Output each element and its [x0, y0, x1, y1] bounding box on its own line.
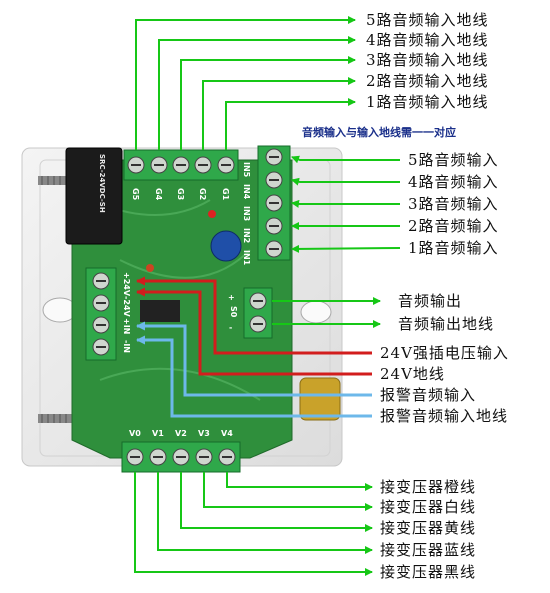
arrow-v4-orange: [226, 472, 373, 491]
arrow-in3: [291, 199, 400, 208]
label-audio-out: 音频输出: [398, 292, 463, 310]
arrow-alarm-input: [136, 321, 372, 397]
silk-v0: V0: [129, 429, 141, 438]
silk-plus24v: +24V: [122, 272, 131, 297]
silk-g5: G5: [131, 188, 140, 201]
label-g1-ground: 1路音频输入地线: [366, 93, 489, 111]
label-transformer-blue: 接变压器蓝线: [380, 541, 477, 559]
arrow-v1-blue: [157, 472, 373, 554]
silk-in4: IN4: [242, 184, 251, 200]
label-24v-input: 24V强插电压输入: [380, 344, 509, 362]
silk-v3: V3: [198, 429, 210, 438]
label-24v-ground: 24V地线: [380, 365, 445, 383]
label-in2: 2路音频输入: [408, 217, 499, 235]
arrow-g1: [225, 98, 356, 150]
arrow-24v-ground: [136, 287, 372, 376]
arrow-v2-yellow: [180, 472, 373, 532]
label-g2-ground: 2路音频输入地线: [366, 72, 489, 90]
silk-v4: V4: [221, 429, 233, 438]
label-transformer-black: 接变压器黑线: [380, 563, 477, 581]
arrow-v0-black: [134, 472, 373, 576]
arrow-in1: [291, 244, 401, 253]
silk-in5: IN5: [242, 162, 251, 178]
silk-out-minus: -: [229, 323, 232, 332]
arrow-v3-white: [203, 472, 373, 511]
label-in3: 3路音频输入: [408, 195, 499, 213]
silk-g2: G2: [198, 188, 207, 200]
left-terminal-block: [85, 267, 117, 361]
silk-plus-in: +IN: [122, 318, 131, 334]
silk-minus-in: -IN: [122, 340, 131, 353]
pairing-note: 音频输入与输入地线需一一对应: [302, 126, 456, 139]
arrow-g4: [158, 36, 356, 150]
silk-g4: G4: [154, 188, 163, 201]
label-alarm-input: 报警音频输入: [380, 386, 477, 404]
label-audio-out-ground: 音频输出地线: [398, 315, 495, 333]
silk-out-s0: S0: [229, 306, 238, 318]
screw-bottom-left: [38, 414, 72, 423]
mounting-hole-right: [300, 300, 332, 324]
capacitor: [210, 230, 242, 262]
label-g4-ground: 4路音频输入地线: [366, 31, 489, 49]
arrow-g5: [135, 16, 356, 150]
silk-in3: IN3: [242, 206, 251, 221]
bottom-terminal-block: [121, 441, 241, 473]
arrow-g2: [202, 77, 356, 150]
arrow-g3: [180, 56, 356, 150]
relay: SRC-24VDC-SH: [65, 147, 123, 245]
arrow-24v-input: [136, 276, 372, 355]
label-alarm-ground: 报警音频输入地线: [380, 407, 509, 425]
label-in1: 1路音频输入: [408, 239, 499, 257]
relay-label: SRC-24VDC-SH: [98, 154, 106, 213]
label-in4: 4路音频输入: [408, 173, 499, 191]
silk-v2: V2: [175, 429, 187, 438]
right-terminal-block: [257, 145, 291, 261]
chip: [140, 300, 180, 322]
led: [208, 210, 216, 218]
arrow-in4: [291, 177, 400, 186]
led-2: [146, 264, 154, 272]
output-terminal-block: [243, 287, 273, 339]
silk-in1: IN1: [242, 250, 251, 266]
label-g5-ground: 5路音频输入地线: [366, 11, 489, 29]
top-terminal-block: [123, 149, 239, 181]
silk-out-plus: +: [228, 293, 235, 302]
label-transformer-orange: 接变压器橙线: [380, 478, 477, 496]
silk-g3: G3: [176, 188, 185, 200]
transformer-edge: [299, 377, 341, 421]
label-in5: 5路音频输入: [408, 151, 499, 169]
silk-in2: IN2: [242, 228, 251, 243]
silk-v1: V1: [152, 429, 164, 438]
label-transformer-white: 接变压器白线: [380, 498, 477, 516]
silk-g1: G1: [221, 188, 230, 201]
silk-minus24v: -24V: [122, 296, 131, 317]
label-g3-ground: 3路音频输入地线: [366, 51, 489, 69]
arrow-in5: [291, 155, 400, 164]
arrow-alarm-ground: [136, 335, 372, 418]
label-transformer-yellow: 接变压器黄线: [380, 519, 477, 537]
